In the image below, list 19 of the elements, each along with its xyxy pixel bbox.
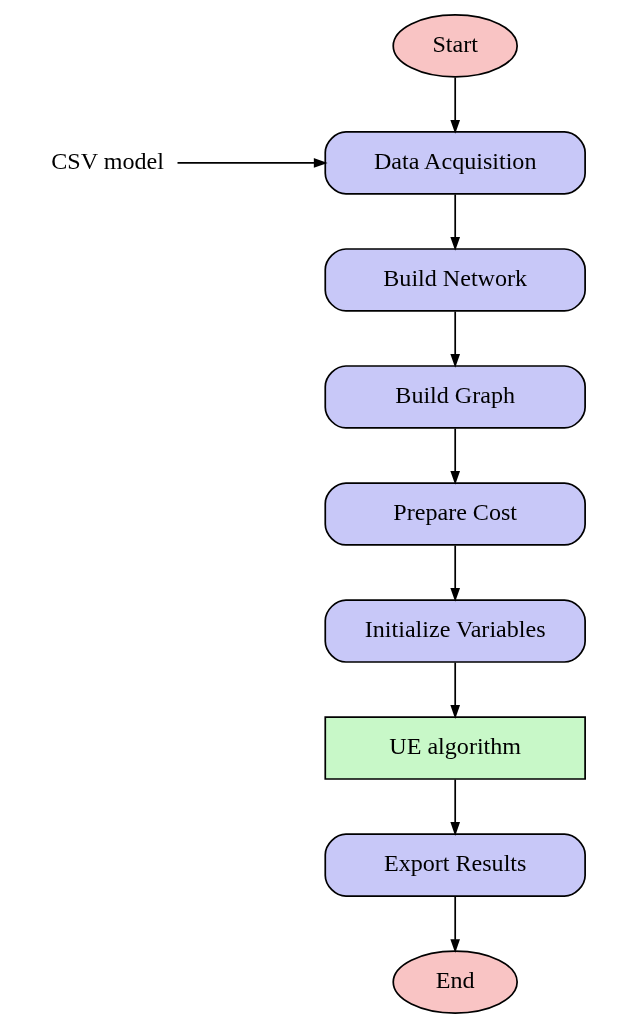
node-ellipse: End: [392, 950, 518, 1014]
node-box: UE algorithm: [324, 716, 586, 780]
node-box: Build Graph: [324, 365, 586, 429]
arrow: [450, 193, 461, 251]
arrow: [450, 310, 461, 368]
arrow: [450, 661, 461, 719]
arrow: [176, 158, 328, 168]
arrow: [450, 895, 461, 953]
arrow: [450, 544, 461, 602]
node-box: Initialize Variables: [324, 599, 586, 663]
node-box: Export Results: [324, 833, 586, 897]
arrow: [450, 778, 461, 836]
node-box: Data Acquisition: [324, 131, 586, 195]
node-box: Prepare Cost: [324, 482, 586, 546]
node-ellipse: Start: [392, 14, 518, 78]
node-box: Build Network: [324, 248, 586, 312]
arrow: [450, 427, 461, 485]
arrow: [450, 76, 461, 134]
node-text: CSV model: [51, 148, 164, 175]
